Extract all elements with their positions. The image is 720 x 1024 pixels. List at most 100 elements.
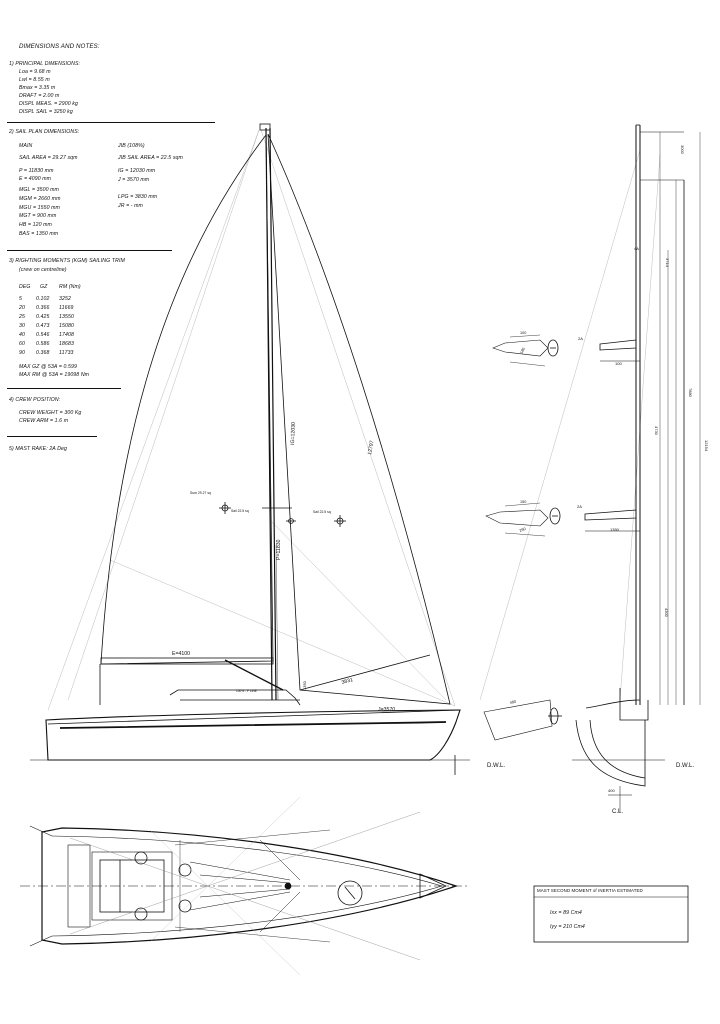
jib (267, 133, 451, 705)
label-mast-h2: 4730 (654, 426, 659, 436)
main-line: E = 4090 mm (19, 176, 52, 182)
main-line: BAS = 1350 mm (19, 231, 59, 237)
label-e: E=4100 (172, 651, 190, 657)
principal-heading: 1) PRINCIPAL DIMENSIONS: (9, 61, 81, 67)
principal-line: Bmax = 3.35 m (19, 85, 56, 91)
righting-cell: 25 (19, 314, 25, 320)
righting-col: DEG (19, 284, 31, 290)
label-p: P=11830 (276, 539, 282, 560)
divider (7, 122, 215, 123)
label-jib-ce: Sail 22.5 sq (313, 510, 331, 514)
label-keel-width: 400 (608, 788, 615, 793)
righting-cell: 40 (19, 332, 25, 338)
label-mast-mid: 3714 (665, 258, 670, 268)
main-line: P = 11830 mm (19, 168, 54, 174)
mast (259, 123, 292, 701)
righting-cell: 20 (19, 305, 25, 311)
rake-heading: 5) MAST RAKE: 2A Deg (9, 446, 68, 452)
label-spreader-1: 100 (615, 361, 622, 366)
righting-cell: 3252 (59, 296, 71, 302)
label-angle-3: 2A (577, 504, 582, 509)
label-section-2-width: 150 (520, 500, 526, 504)
righting-cell: 15080 (59, 323, 74, 329)
jib-title: JIB (108%) (118, 143, 145, 149)
righting-cell: 30 (19, 323, 25, 329)
main-ce-marker (219, 502, 231, 514)
righting-cell: 0.586 (36, 341, 50, 347)
notes-title: DIMENSIONS AND NOTES: (19, 43, 100, 50)
righting-heading: 3) RIGHTING MOMENTS (KGM) SAILING TRIM (9, 258, 125, 264)
crew-line: CREW WEIGHT = 300 Kg (19, 410, 82, 416)
main-area: SAIL AREA = 29.27 sqm (19, 155, 78, 161)
inertia-box (533, 885, 689, 943)
righting-cell: 60 (19, 341, 25, 347)
jib-line: IG = 12030 mm (118, 168, 156, 174)
righting-cell: 0.473 (36, 323, 50, 329)
label-lpg: 3831 (341, 677, 354, 686)
mainsail (100, 133, 274, 665)
righting-max-gz: MAX GZ @ 53A = 0.599 (19, 364, 77, 370)
label-j: J=3570 (378, 707, 395, 713)
inertia-iyy: Iyy = 210 Cm4 (550, 924, 585, 930)
hull-profile (30, 709, 470, 775)
label-section-2-height: 250 (519, 527, 526, 533)
jib-area: JIB SAIL AREA = 22.5 sqm (118, 155, 183, 161)
principal-line: DISPL MEAS. = 2900 kg (19, 101, 78, 107)
righting-cell: 18683 (59, 341, 74, 347)
jib-line: LPG = 3830 mm (118, 194, 158, 200)
inertia-title: MAST SECOND MOMENT of INERTIA ESTIMATED (537, 888, 643, 893)
main-line: MGL = 3500 mm (19, 187, 59, 193)
label-jib-stay: 12797 (367, 440, 375, 455)
label-main-ce: Sum 29.27 sq (190, 491, 211, 495)
inertia-ixx: Ixx = 89 Cm4 (550, 910, 582, 916)
jib-line: JR = - mm (118, 203, 143, 209)
label-section-1-height: 180 (519, 347, 526, 354)
label-mast-top: 3000 (680, 145, 685, 155)
righting-cell: 90 (19, 350, 25, 356)
label-ig: IG=12030 (290, 422, 297, 445)
righting-col: GZ (40, 284, 48, 290)
righting-cell: 0.546 (36, 332, 50, 338)
mast-elevation (572, 124, 701, 812)
crew-heading: 4) CREW POSITION: (9, 397, 61, 403)
sail-ce-marker (286, 518, 296, 524)
righting-cell: 0.102 (36, 296, 50, 302)
divider (7, 250, 172, 251)
righting-cell: 0.366 (36, 305, 50, 311)
label-angle-2: 2A (578, 336, 583, 341)
label-mast-h1: 7880 (688, 388, 693, 398)
principal-line: DRAFT = 2.00 m (19, 93, 60, 99)
label-angle-1: 4A (634, 246, 639, 251)
righting-cell: 0.425 (36, 314, 50, 320)
label-dwl: D.W.L. (487, 763, 505, 769)
righting-cell: 11669 (59, 305, 74, 311)
crew-line: CREW ARM = 1.6 m (19, 418, 69, 424)
righting-cell: 0.368 (36, 350, 50, 356)
label-spreader-2: 1350 (610, 527, 620, 532)
label-cl: C.L. (612, 809, 623, 815)
deck-plan (20, 796, 470, 976)
righting-cell: 13550 (59, 314, 74, 320)
righting-cell: 17408 (59, 332, 74, 338)
main-line: MGU = 1550 mm (19, 205, 60, 211)
spreader-section-2 (485, 502, 561, 537)
deckhouse (169, 654, 431, 706)
main-title: MAIN (19, 143, 33, 149)
jib-line: J = 3570 mm (118, 177, 150, 183)
boom (99, 657, 284, 705)
label-mast-total: 12194 (704, 440, 709, 452)
principal-line: Lwl = 8.55 m (19, 77, 50, 83)
label-foot: 100% - F LINE (236, 689, 257, 693)
keel-section (483, 699, 562, 741)
main-line: MGM = 2660 mm (19, 196, 61, 202)
main-line: HB = 120 mm (19, 222, 52, 228)
label-section-1-width: 100 (520, 331, 526, 335)
label-mast-lower: 4300 (664, 608, 669, 618)
label-sail-ce: Sail 22.5 sq (231, 509, 249, 513)
righting-cell: 5 (19, 296, 22, 302)
principal-line: Loa = 9.68 m (19, 69, 51, 75)
label-bas: 1350 (302, 680, 307, 690)
righting-sub: (crew on centreline) (19, 267, 67, 273)
